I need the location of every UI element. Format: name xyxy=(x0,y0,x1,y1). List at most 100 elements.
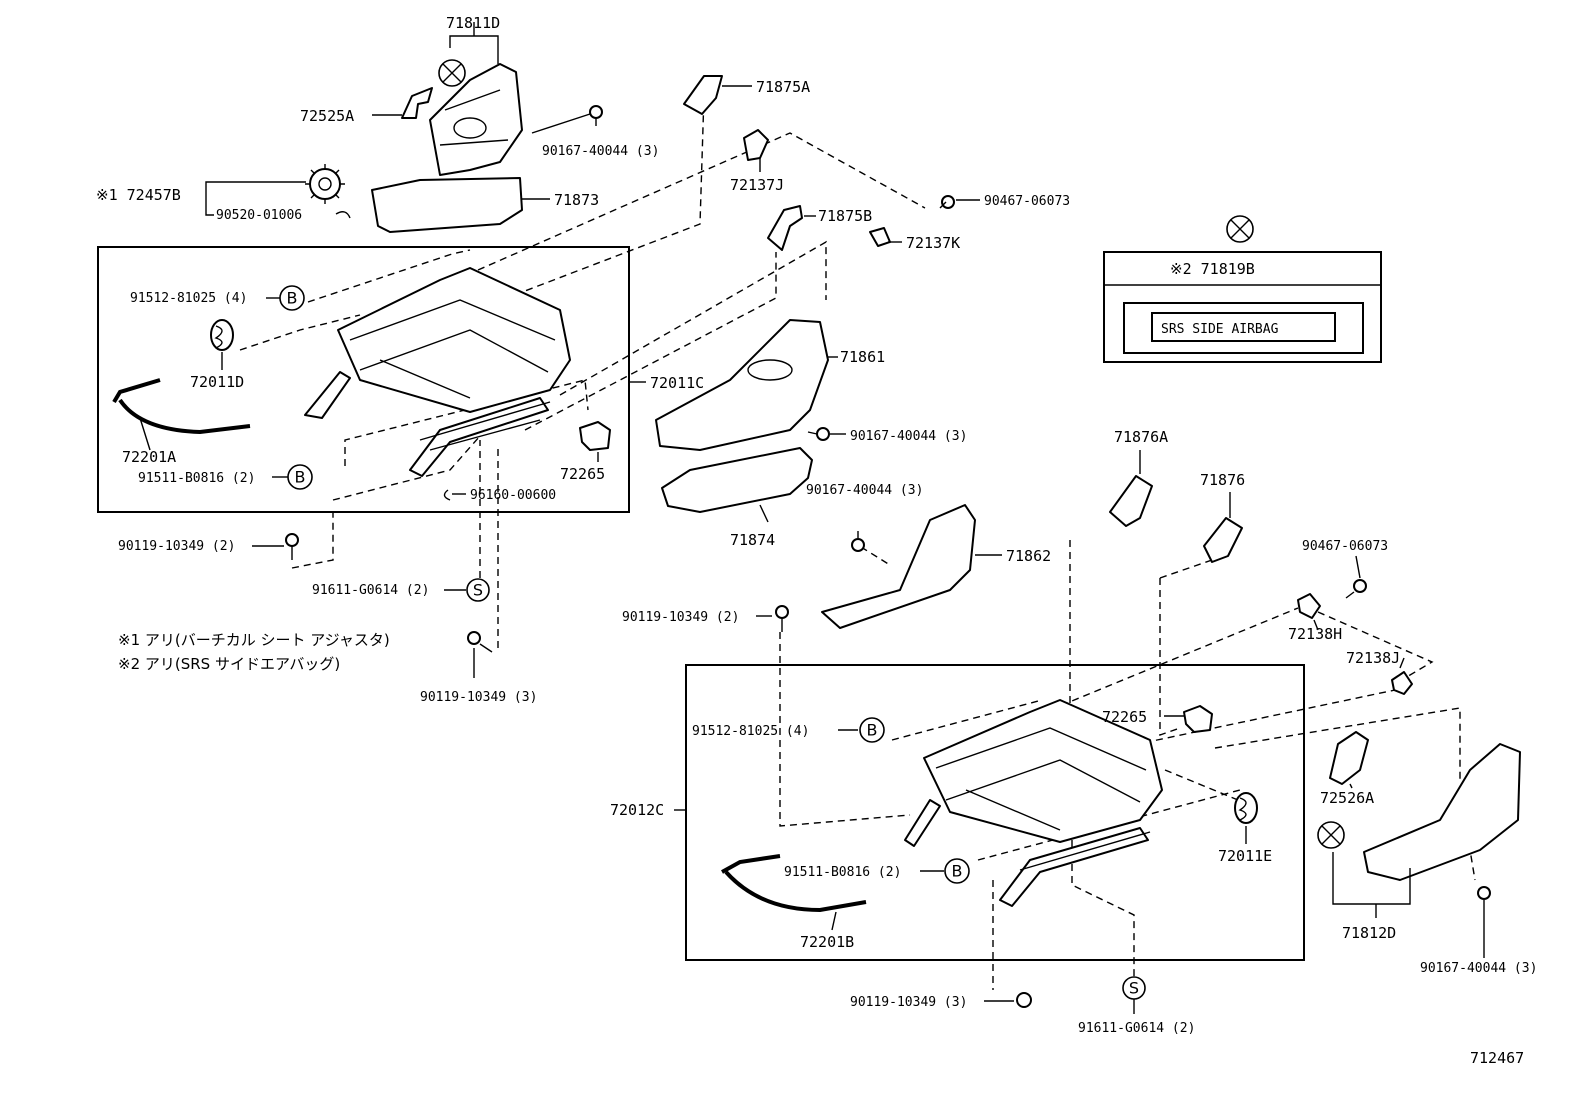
footnote-1: ※1 アリ(バーチカル シート アジャスタ) xyxy=(118,631,390,649)
x-mark-icon xyxy=(1226,215,1254,243)
part-label-72138J: 72138J xyxy=(1346,649,1400,667)
part-label-90119-10349: 90119-10349 (3) xyxy=(420,690,537,705)
clip-72137J xyxy=(743,129,769,161)
circle-mark-b: B xyxy=(287,464,313,490)
part-label-72011C: 72011C xyxy=(650,374,704,392)
part-label-90167-40044: 90167-40044 (3) xyxy=(806,483,923,498)
gear-icon xyxy=(305,164,345,204)
circle-mark-s: S xyxy=(1122,976,1146,1000)
bolt-icon xyxy=(285,533,299,560)
diagram-id: 712467 xyxy=(1470,1049,1524,1067)
bolt-icon xyxy=(589,105,603,126)
part-label-90119-10349: 90119-10349 (2) xyxy=(622,610,739,625)
bracket-71875A xyxy=(683,75,723,115)
part-label-72011D: 72011D xyxy=(190,373,244,391)
wire-72201A xyxy=(112,378,251,435)
part-label-71875A: 71875A xyxy=(756,78,810,96)
svg-text:B: B xyxy=(952,862,963,881)
svg-text:B: B xyxy=(287,289,298,308)
part-label-72265: 72265 xyxy=(1102,708,1147,726)
bolt-icon xyxy=(1477,886,1491,900)
svg-text:S: S xyxy=(473,581,483,600)
part-label-90167-40044: 90167-40044 (3) xyxy=(542,144,659,159)
seat-frame-72012C xyxy=(904,699,1163,907)
part-label-71876A: 71876A xyxy=(1114,428,1168,446)
part-label-72138H: 72138H xyxy=(1288,625,1342,643)
x-mark-icon xyxy=(438,59,466,87)
part-label-71819B: ※2 71819B xyxy=(1170,260,1255,278)
part-label-72201B: 72201B xyxy=(800,933,854,951)
bracket-71876A xyxy=(1109,475,1153,527)
seat-cover-71861 xyxy=(655,319,829,451)
bolt-icon xyxy=(775,605,789,632)
lower-right-assembly-box xyxy=(685,664,1305,961)
seat-cover-71812D xyxy=(1363,743,1521,881)
upper-left-assembly-box xyxy=(97,246,630,513)
part-label-71874: 71874 xyxy=(730,531,775,549)
bolt-icon xyxy=(939,195,955,209)
part-label-90520-01006: 90520-01006 xyxy=(216,208,302,223)
part-label-72201A: 72201A xyxy=(122,448,176,466)
pin-90520-01006 xyxy=(335,211,351,219)
part-label-71812D: 71812D xyxy=(1342,924,1396,942)
part-label-71811D: 71811D xyxy=(446,14,500,32)
assembly-guide-lines xyxy=(239,94,1476,990)
bolt-icon xyxy=(851,531,865,552)
part-label-72457B: ※1 72457B xyxy=(96,186,181,204)
part-label-90119-10349: 90119-10349 (2) xyxy=(118,539,235,554)
part-label-71861: 71861 xyxy=(840,348,885,366)
footnote-2: ※2 アリ(SRS サイドエアバッグ) xyxy=(118,655,340,673)
clip-72138H xyxy=(1297,593,1321,619)
part-label-72137J: 72137J xyxy=(730,176,784,194)
part-label-71873: 71873 xyxy=(554,191,599,209)
circle-mark-b: B xyxy=(859,717,885,743)
part-label-91511-B0816: 91511-B0816 (2) xyxy=(138,471,255,486)
clip-72525A xyxy=(401,87,433,119)
part-label-90167-40044: 90167-40044 (3) xyxy=(850,429,967,444)
part-label-72526A: 72526A xyxy=(1320,789,1374,807)
wire-72201B xyxy=(721,854,867,913)
airbag-label-box xyxy=(1103,251,1382,363)
svg-text:S: S xyxy=(1129,979,1139,998)
clip-72137K xyxy=(869,227,891,247)
cover-71862 xyxy=(821,504,976,629)
cover-71874 xyxy=(661,447,813,513)
bolt-icon xyxy=(807,427,830,441)
cover-72526A xyxy=(1329,731,1369,785)
part-label-72012C: 72012C xyxy=(610,801,664,819)
spring-icon xyxy=(1234,792,1258,824)
airbag-label-text: SRS SIDE AIRBAG xyxy=(1161,322,1279,337)
clip-72265 xyxy=(1183,705,1213,733)
circle-mark-b: B xyxy=(944,858,970,884)
clip-72265 xyxy=(579,421,611,451)
clip-72138J xyxy=(1391,671,1413,695)
ring-96160-00600 xyxy=(443,489,451,501)
bracket-71875B xyxy=(767,205,803,251)
bolt-icon xyxy=(1016,992,1032,1008)
circle-mark-s: S xyxy=(466,578,490,602)
part-label-91611-G0614: 91611-G0614 (2) xyxy=(1078,1021,1195,1036)
svg-text:B: B xyxy=(867,721,878,740)
bracket-71876 xyxy=(1203,517,1243,563)
part-label-71875B: 71875B xyxy=(818,207,872,225)
spring-icon xyxy=(210,319,234,351)
seat-cover-71811D xyxy=(429,63,523,176)
x-mark-icon xyxy=(1317,821,1345,849)
part-label-71862: 71862 xyxy=(1006,547,1051,565)
bolt-icon xyxy=(1345,579,1367,599)
cover-71873 xyxy=(371,177,523,233)
seat-frame-72011C xyxy=(304,267,571,477)
circle-mark-b: B xyxy=(279,285,305,311)
part-label-91512-81025: 91512-81025 (4) xyxy=(692,724,809,739)
part-label-91511-B0816: 91511-B0816 (2) xyxy=(784,865,901,880)
bolt-icon xyxy=(467,631,493,653)
part-label-72265: 72265 xyxy=(560,465,605,483)
part-label-72137K: 72137K xyxy=(906,234,960,252)
part-label-90467-06073: 90467-06073 xyxy=(1302,539,1388,554)
part-label-72011E: 72011E xyxy=(1218,847,1272,865)
leader-lines xyxy=(139,22,1485,1014)
part-label-91611-G0614: 91611-G0614 (2) xyxy=(312,583,429,598)
part-label-91512-81025: 91512-81025 (4) xyxy=(130,291,247,306)
part-label-90167-40044: 90167-40044 (3) xyxy=(1420,961,1537,976)
